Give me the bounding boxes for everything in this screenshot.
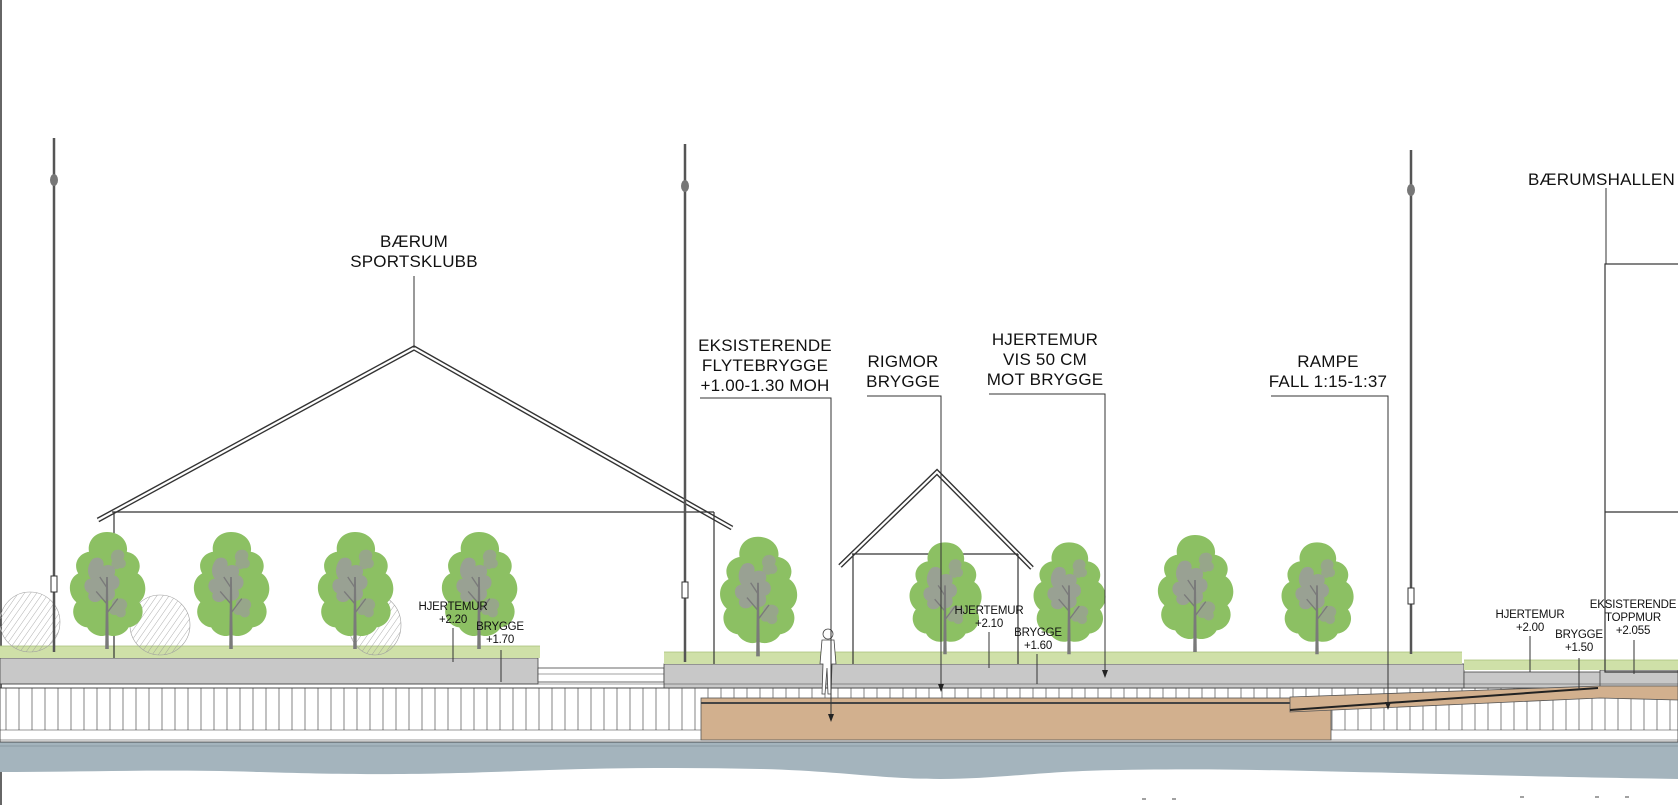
floating-deck [700,697,1332,741]
label-hjertemur-vis-line3: MOT BRYGGE [986,370,1104,390]
label-hjertemur-vis: HJERTEMUR VIS 50 CM MOT BRYGGE [976,330,1114,390]
label-baerumshallen: BÆRUMSHALLEN [1528,170,1678,190]
level-hjertemur-1-value: +2.20 [438,613,468,626]
level-brygge-3-name: BRYGGE [1555,629,1603,641]
label-rampe-line1: RAMPE [1297,352,1359,371]
lamp-posts [50,138,1415,662]
label-sportsklubb: BÆRUM SPORTSKLUBB [343,232,485,272]
label-rampe: RAMPE FALL 1:15-1:37 [1258,352,1398,392]
level-hjertemur-3-value: +2.00 [1515,621,1545,634]
quay-grade [0,657,1678,689]
level-hjertemur-2-name: HJERTEMUR [954,605,1024,617]
level-hjertemur-2: HJERTEMUR +2.10 [948,605,1030,631]
building-rigmor [838,468,1034,664]
level-hjertemur-1-name: HJERTEMUR [418,601,488,613]
level-toppmur-name1: EKSISTERENDE [1589,599,1677,611]
label-rigmor-line2: BRYGGE [866,372,940,392]
lamp-post-2 [681,144,689,662]
level-brygge-2-name: BRYGGE [1014,627,1062,639]
label-rigmor-line1: RIGMOR [867,352,939,371]
water [0,740,1678,779]
bottom-dashes [1142,796,1629,800]
label-sportsklubb-line1: BÆRUM [379,232,449,251]
label-rigmor: RIGMOR BRYGGE [858,352,948,392]
label-flytebrygge-line3: +1.00-1.30 MOH [700,376,830,396]
leader-arrowheads [828,670,1391,722]
label-flytebrygge: EKSISTERENDE FLYTEBRYGGE +1.00-1.30 MOH [690,336,840,396]
level-toppmur-value: +2.055 [1615,624,1651,637]
label-sportsklubb-line2: SPORTSKLUBB [350,252,478,272]
label-rampe-line2: FALL 1:15-1:37 [1268,372,1388,392]
building-baerumshallen [1604,263,1678,673]
level-brygge-1-name: BRYGGE [476,621,524,633]
leader-lines [413,188,1635,718]
level-brygge-2-value: +1.60 [1023,639,1053,652]
trees [69,531,1355,658]
level-brygge-3: BRYGGE +1.50 [1548,629,1610,655]
level-hjertemur-3: HJERTEMUR +2.00 [1488,609,1572,635]
label-hjertemur-vis-line1: HJERTEMUR [991,330,1099,349]
person-silhouette [819,628,837,695]
level-brygge-1-value: +1.70 [485,633,515,646]
level-brygge-1: BRYGGE +1.70 [470,621,530,647]
level-hjertemur-1: HJERTEMUR +2.20 [412,601,494,627]
level-hjertemur-3-name: HJERTEMUR [1495,609,1565,621]
grass-strips [0,645,1678,670]
lamp-post-3 [1407,150,1415,654]
label-hjertemur-vis-line2: VIS 50 CM [1003,350,1087,370]
label-flytebrygge-line2: FLYTEBRYGGE [701,356,829,376]
lamp-post-1 [50,138,58,652]
label-baerumshallen-line1: BÆRUMSHALLEN [1528,170,1675,189]
level-brygge-3-value: +1.50 [1564,641,1594,654]
level-hjertemur-2-value: +2.10 [974,617,1004,630]
label-flytebrygge-line1: EKSISTERENDE [698,336,832,355]
level-brygge-2: BRYGGE +1.60 [1008,627,1068,653]
level-toppmur-name2: TOPPMUR [1605,611,1661,624]
level-toppmur: EKSISTERENDE TOPPMUR +2.055 [1588,599,1678,638]
